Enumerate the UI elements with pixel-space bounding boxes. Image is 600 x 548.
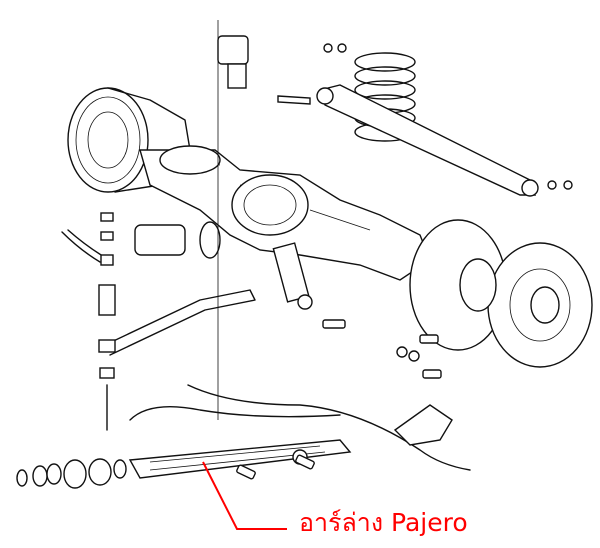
lower-arm-bushings: [16, 458, 127, 489]
upper-link-arm: [277, 43, 573, 197]
bushing-stack: [98, 212, 116, 431]
right-brake-disc: [409, 219, 593, 368]
callout-label: อาร์ล่าง Pajero: [299, 508, 468, 537]
bolts: [236, 319, 442, 480]
drive-flange: [134, 221, 221, 259]
parking-brake-cable: [129, 384, 471, 471]
lower-control-arm: [128, 404, 453, 479]
axle-housing: [139, 145, 431, 281]
stabilizer-bar: [61, 20, 256, 420]
callout-leader-line: [202, 461, 287, 530]
shock-absorber: [272, 242, 313, 310]
